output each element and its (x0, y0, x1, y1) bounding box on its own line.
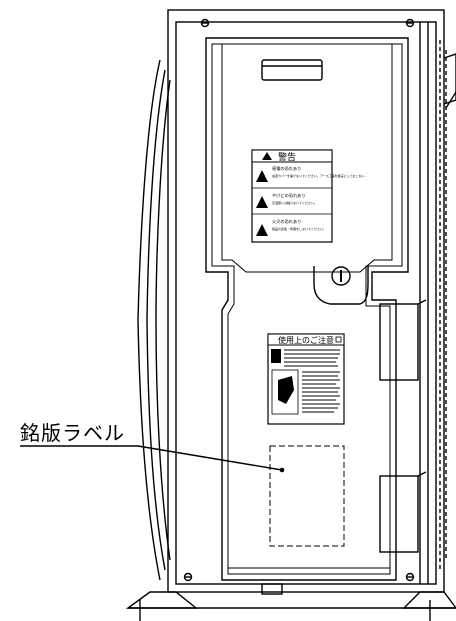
screw-top-left (200, 18, 210, 28)
right-tab-lower (379, 475, 419, 553)
warning-item-1-title: 感電の恐れあり (272, 165, 301, 172)
warning-item-3-body: 製品の改造・修理をしないでください。 (272, 226, 326, 231)
front-panel (205, 37, 409, 581)
caution-illustration-top (271, 349, 281, 363)
lower-recess (227, 314, 391, 569)
handle-slot (261, 59, 323, 81)
warning-item-2-title: やけどの恐れあり (272, 192, 306, 199)
warning-item-2-body: 高温部には触らないでください。 (272, 200, 317, 205)
screw-top-right (405, 18, 415, 28)
service-port-housing (313, 266, 369, 305)
caution-figure (278, 376, 294, 404)
drain-cap (261, 583, 283, 595)
warning-item-1-body: 電源カバーを開けないでください。アース工事を確実にしておこない… (272, 173, 367, 178)
service-port-valve (331, 266, 351, 286)
left-fin-mid (146, 69, 166, 571)
warning-header: 警告 (278, 151, 296, 163)
warning-item-2-icon (256, 196, 268, 208)
right-tab-lower-edge (417, 471, 427, 477)
caution-illustration-main (271, 369, 299, 415)
base-right-foot (402, 591, 456, 609)
nameplate-area (269, 445, 345, 547)
warning-header-icon (262, 152, 272, 160)
nameplate-callout-label: 銘版ラベル (20, 421, 125, 445)
caution-text-lines (284, 349, 340, 413)
screw-bottom-left (183, 572, 193, 582)
upper-recess (221, 43, 393, 273)
right-tab-upper (379, 303, 419, 381)
caution-label: 使用上のご注意 (267, 333, 345, 425)
front-panel-inner (211, 43, 403, 575)
cabinet-outer (167, 9, 445, 593)
left-fin-inner (155, 79, 171, 561)
screw-bottom-right (405, 572, 415, 582)
warning-label: 警告 感電の恐れあり 電源カバーを開けないでください。アース工事を確実にしておこ… (251, 149, 367, 243)
caution-header: 使用上のご注意 (278, 335, 334, 345)
callout-leader (137, 445, 283, 471)
caution-checkbox (335, 336, 342, 343)
left-fin-outer (137, 59, 161, 581)
refrigerant-pipe (445, 91, 456, 109)
warning-item-1-icon (256, 170, 268, 182)
base-left-foot (125, 591, 198, 609)
callout-leader-dot (279, 467, 285, 473)
cabinet-inner-frame (175, 21, 437, 585)
warning-item-3-title: 火災の恐れあり (272, 219, 301, 225)
right-tab-upper-edge (417, 299, 427, 305)
warning-item-3-icon (256, 224, 268, 236)
